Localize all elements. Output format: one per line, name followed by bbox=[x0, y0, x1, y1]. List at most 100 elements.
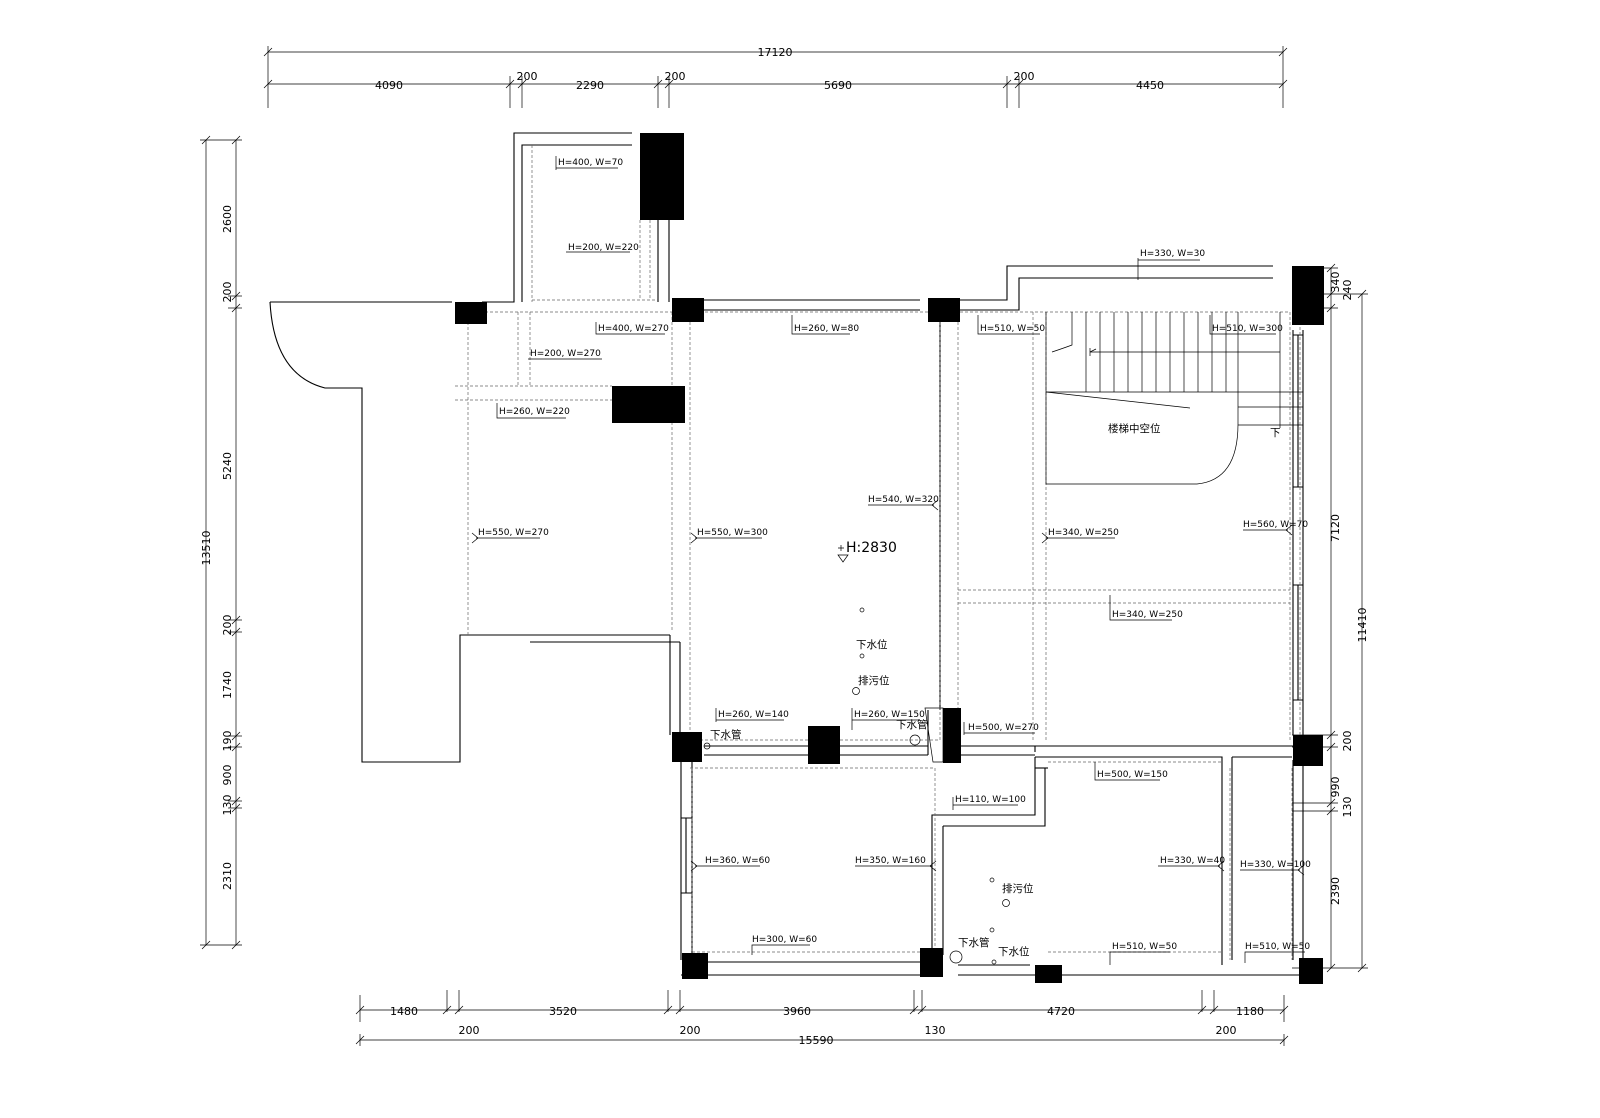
beam-label: H=510, W=300 bbox=[1212, 324, 1283, 334]
walls bbox=[269, 132, 1304, 976]
pipe-markers bbox=[703, 607, 1010, 965]
height-marker: H:2830 bbox=[837, 540, 897, 563]
beam-label: H=330, W=40 bbox=[1160, 856, 1225, 866]
pipe-marker bbox=[989, 877, 995, 883]
drain-label: 下水位 bbox=[856, 638, 888, 651]
left-dimension-chain bbox=[200, 135, 242, 950]
beam-label: H=340, W=250 bbox=[1048, 528, 1119, 538]
column bbox=[808, 726, 840, 764]
beam-label: H=510, W=50 bbox=[1245, 942, 1310, 952]
pipe-label: 下水管 bbox=[896, 718, 928, 731]
structural-columns bbox=[455, 133, 1324, 984]
beam-label: H=260, W=140 bbox=[718, 710, 789, 720]
left-dim-segment: 130 bbox=[221, 795, 234, 816]
beam-label: H=500, W=150 bbox=[1097, 770, 1168, 780]
column bbox=[1299, 958, 1323, 984]
column bbox=[672, 732, 702, 762]
top-dim-segment: 200 bbox=[517, 70, 538, 83]
bottom-dim-segment: 200 bbox=[1216, 1024, 1237, 1037]
left-dim-segment: 2310 bbox=[221, 862, 234, 890]
pipe-label: 下水管 bbox=[710, 728, 742, 741]
left-dim-segment: 2600 bbox=[221, 205, 234, 233]
column bbox=[1035, 965, 1062, 983]
column bbox=[1293, 735, 1323, 766]
stair-down-label: 下 bbox=[1270, 427, 1281, 439]
beam-label: H=110, W=100 bbox=[955, 795, 1026, 805]
column bbox=[672, 298, 704, 322]
top-dim-segment: 2290 bbox=[576, 79, 604, 92]
column bbox=[1292, 266, 1324, 325]
top-dim-segment: 4090 bbox=[375, 79, 403, 92]
beam-label: H=500, W=270 bbox=[968, 723, 1039, 733]
left-dim-segment: 190 bbox=[221, 731, 234, 752]
column bbox=[640, 133, 684, 220]
beam-leaders bbox=[471, 156, 1305, 965]
beam-label: H=510, W=50 bbox=[980, 324, 1045, 334]
left-dim-segment: 200 bbox=[221, 282, 234, 303]
column bbox=[928, 298, 960, 322]
pipe-marker bbox=[909, 734, 921, 746]
beam-label: H=260, W=80 bbox=[794, 324, 859, 334]
top-dim-total: 17120 bbox=[758, 46, 793, 59]
top-dim-segment: 200 bbox=[665, 70, 686, 83]
pipe-marker bbox=[859, 653, 865, 659]
staircase bbox=[1045, 312, 1303, 485]
right-dim-segment: 7120 bbox=[1329, 514, 1342, 542]
top-dim-segment: 5690 bbox=[824, 79, 852, 92]
bottom-dimension-chain bbox=[355, 990, 1289, 1046]
beam-label: H=330, W=100 bbox=[1240, 860, 1311, 870]
top-dim-segment: 200 bbox=[1014, 70, 1035, 83]
beam-label: H=540, W=320 bbox=[868, 495, 939, 505]
beam-label: H=560, W=70 bbox=[1243, 520, 1308, 530]
bottom-dim-segment: 130 bbox=[925, 1024, 946, 1037]
beam-annotations: H=400, W=70 H=200, W=220 H=400, W=270 H=… bbox=[478, 158, 1311, 952]
bottom-dim-segment: 1480 bbox=[390, 1005, 418, 1018]
left-dim-segment: 1740 bbox=[221, 671, 234, 699]
beam-lines bbox=[455, 145, 1301, 960]
pipe-marker bbox=[991, 959, 997, 965]
pipe-label: 下水管 bbox=[958, 936, 990, 949]
beam-label: H=550, W=270 bbox=[478, 528, 549, 538]
right-dim-segment: 240 bbox=[1341, 280, 1354, 301]
bottom-dim-segment: 200 bbox=[680, 1024, 701, 1037]
column bbox=[920, 948, 943, 977]
column bbox=[682, 953, 708, 979]
right-dim-total: 11410 bbox=[1356, 608, 1369, 643]
right-dim-segment: 340 bbox=[1329, 272, 1342, 293]
column bbox=[943, 708, 961, 763]
bottom-dim-total: 15590 bbox=[799, 1034, 834, 1047]
beam-label: H=400, W=70 bbox=[558, 158, 623, 168]
sewage-label: 排污位 bbox=[858, 674, 890, 687]
beam-label: H=360, W=60 bbox=[705, 856, 770, 866]
beam-label: H=550, W=300 bbox=[697, 528, 768, 538]
sewage-label: 排污位 bbox=[1002, 882, 1034, 895]
beam-label: H=200, W=220 bbox=[568, 243, 639, 253]
pipe-marker bbox=[949, 950, 963, 964]
left-dim-total: 13510 bbox=[200, 531, 213, 566]
pipe-marker bbox=[989, 927, 995, 933]
beam-label: H=260, W=220 bbox=[499, 407, 570, 417]
beam-label: H=340, W=250 bbox=[1112, 610, 1183, 620]
column bbox=[612, 386, 685, 423]
left-dim-segment: 5240 bbox=[221, 452, 234, 480]
beam-label: H=200, W=270 bbox=[530, 349, 601, 359]
beam-label: H=300, W=60 bbox=[752, 935, 817, 945]
right-dim-segment: 2390 bbox=[1329, 877, 1342, 905]
drain-label: 下水位 bbox=[998, 945, 1030, 958]
pipe-marker bbox=[703, 742, 711, 750]
left-dim-segment: 200 bbox=[221, 615, 234, 636]
bottom-dim-segment: 3960 bbox=[783, 1005, 811, 1018]
right-dim-segment: 130 bbox=[1341, 797, 1354, 818]
beam-label: H=510, W=50 bbox=[1112, 942, 1177, 952]
left-dim-segment: 900 bbox=[221, 765, 234, 786]
beam-label: H=330, W=30 bbox=[1140, 249, 1205, 259]
height-label: H:2830 bbox=[846, 540, 897, 556]
room-labels: H:2830 楼梯中空位 下 下水位 排污位 下水管 下水管 排污位 下水管 下… bbox=[710, 422, 1281, 958]
bottom-dim-segment: 4720 bbox=[1047, 1005, 1075, 1018]
pipe-marker bbox=[852, 687, 860, 695]
pipe-marker bbox=[859, 607, 865, 613]
beam-label: H=350, W=160 bbox=[855, 856, 926, 866]
beam-label: H=260, W=150 bbox=[854, 710, 925, 720]
right-dim-segment: 990 bbox=[1329, 777, 1342, 798]
